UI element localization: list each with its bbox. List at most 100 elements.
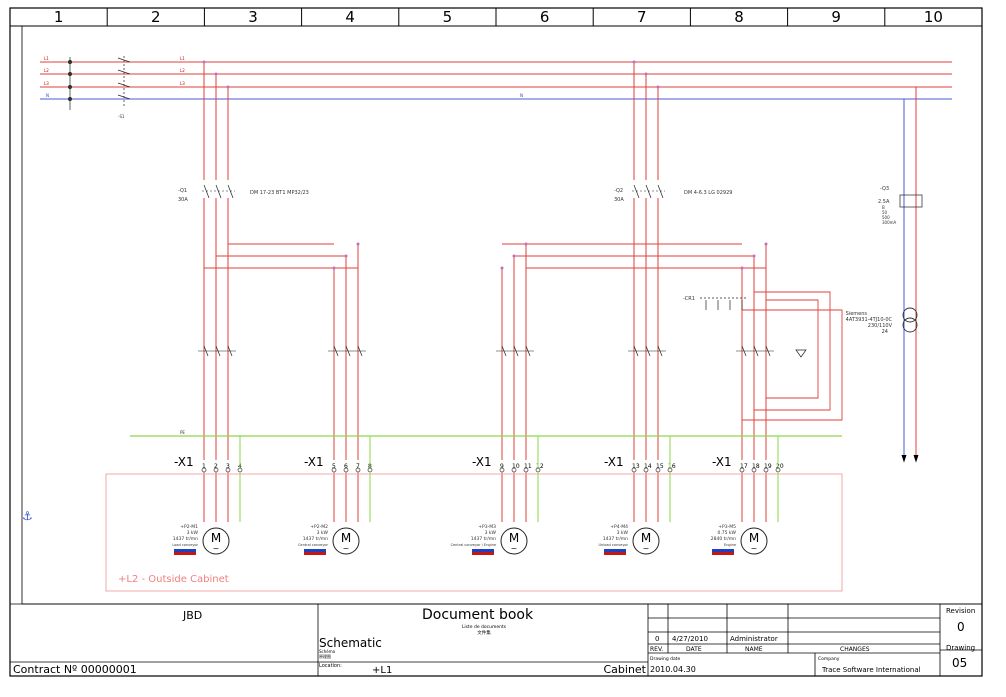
motor-mark-blue xyxy=(174,549,196,552)
motor-power: 3 kW xyxy=(617,530,629,536)
junction-dot xyxy=(226,85,230,89)
rail-label-n: N xyxy=(46,93,49,98)
terminal-number: 2 xyxy=(214,463,218,470)
title-location-value: +L1 xyxy=(372,665,392,676)
motor-mark-blue xyxy=(472,549,494,552)
motor-tag: +P3-M3 xyxy=(478,524,496,530)
junction-dot xyxy=(500,266,504,270)
thermal-relay-symbol xyxy=(795,349,807,358)
terminal-block-tag: -X1 xyxy=(174,455,194,469)
breaker-q1-ref: DM 17-23 BT1 MP32/23 xyxy=(250,190,309,196)
title-main: Document book xyxy=(422,607,534,623)
terminal-number: 1 xyxy=(202,463,206,470)
motor-caption: Engine xyxy=(724,543,736,547)
junction-dot xyxy=(764,242,768,246)
breaker-contact xyxy=(215,184,222,199)
zone-label: 6 xyxy=(540,8,550,26)
terminal-number: 16 xyxy=(668,463,676,470)
bus-label-n: N xyxy=(520,93,523,98)
title-sub2: 文件集 xyxy=(477,629,491,636)
breaker-q2-rating: 30A xyxy=(614,197,624,203)
motor-mark-blue xyxy=(604,549,626,552)
zone-label: 1 xyxy=(54,8,64,26)
motor-symbol xyxy=(740,527,768,555)
interlock-wiring xyxy=(742,291,843,421)
junction-dot xyxy=(644,72,648,76)
zone-label: 5 xyxy=(443,8,453,26)
breaker-q2-tag: -Q2 xyxy=(614,188,623,194)
outgoing-arrows xyxy=(901,454,919,463)
siemens-line3: 230/110V xyxy=(868,323,893,329)
junction-dot xyxy=(740,266,744,270)
zone-label: 7 xyxy=(637,8,647,26)
junction-dot xyxy=(656,85,660,89)
motor-speed: 1437 tr/mn xyxy=(603,536,628,542)
zone-label: 4 xyxy=(345,8,355,26)
breaker-q1-rating: 30A xyxy=(178,197,188,203)
motor-symbol xyxy=(332,527,360,555)
motor-power: 3 kW xyxy=(485,530,497,536)
junction-dot xyxy=(202,60,206,64)
motor-tag: +P2-M1 xyxy=(180,524,198,530)
terminal-block-tag: -X1 xyxy=(472,455,492,469)
title-block xyxy=(10,603,982,676)
motor-power: 3 kW xyxy=(317,530,329,536)
earth-bus-label: PE xyxy=(180,430,185,435)
rail-label-l3-right: L3 xyxy=(180,81,185,86)
motor-symbol xyxy=(500,527,528,555)
motor-ac-symbol: ~ xyxy=(343,544,350,553)
junction-dot xyxy=(512,254,516,258)
q3-breaker xyxy=(899,194,923,208)
motor-symbol xyxy=(632,527,660,555)
title-schematic-sub1: Schéma xyxy=(319,649,336,654)
terminal-number: 10 xyxy=(512,463,520,470)
zone-label: 2 xyxy=(151,8,161,26)
title-schematic: Schematic xyxy=(319,636,382,650)
motor-letter: M xyxy=(341,531,351,545)
title-sub1: Liste de documents xyxy=(462,624,507,630)
motor-speed: 1437 tr/mn xyxy=(173,536,198,542)
terminal-number: 12 xyxy=(536,463,544,470)
motor-ac-symbol: ~ xyxy=(751,544,758,553)
drawing-label: Drawing xyxy=(946,644,975,652)
terminal-number: 19 xyxy=(764,463,772,470)
motor-tag: +P2-M2 xyxy=(310,524,328,530)
company-label: Company xyxy=(818,656,840,662)
rail-label-l2: L2 xyxy=(44,68,49,73)
terminal-number: 15 xyxy=(656,463,664,470)
breaker-contact xyxy=(203,184,210,199)
junction-dot xyxy=(214,72,218,76)
motor-letter: M xyxy=(749,531,759,545)
terminal-number: 20 xyxy=(776,463,784,470)
breaker-contact xyxy=(633,184,640,199)
motor-mark-red xyxy=(604,552,626,555)
drawing-value: 05 xyxy=(952,656,967,670)
breaker-contact xyxy=(227,184,234,199)
motor-letter: M xyxy=(211,531,221,545)
motor-speed: 1437 tr/mn xyxy=(471,536,496,542)
motor-power: 0.75 kW xyxy=(717,530,736,536)
rail-label-l2-right: L2 xyxy=(180,68,185,73)
terminal-block-tag: -X1 xyxy=(712,455,732,469)
supply-rails: L1 L2 L3 N L1 L2 L3 N xyxy=(40,56,952,100)
terminal-number: 11 xyxy=(524,463,532,470)
title-schematic-sub2: 原理图 xyxy=(319,653,331,659)
breaker-q3-detail: 500 xyxy=(882,215,890,220)
outside-cabinet-label: +L2 - Outside Cabinet xyxy=(118,574,229,585)
zone-label: 9 xyxy=(831,8,841,26)
breaker-contact xyxy=(645,184,652,199)
contactor-cr1-label: -CR1 xyxy=(683,296,695,302)
motor-mark-blue xyxy=(304,549,326,552)
title-author: JBD xyxy=(182,609,202,622)
terminal-number: 13 xyxy=(632,463,640,470)
junction-dot xyxy=(632,60,636,64)
terminal-number: 14 xyxy=(644,463,652,470)
terminal-number: 6 xyxy=(344,463,348,470)
terminal-block-tag: -X1 xyxy=(604,455,624,469)
siemens-line2: 4AT3931-4TJ10-0C xyxy=(846,317,893,323)
terminal-block-tag: -X1 xyxy=(304,455,324,469)
terminal-number: 5 xyxy=(332,463,336,470)
motor-letter: M xyxy=(509,531,519,545)
breaker-q3-tag: -Q3 xyxy=(880,186,889,192)
